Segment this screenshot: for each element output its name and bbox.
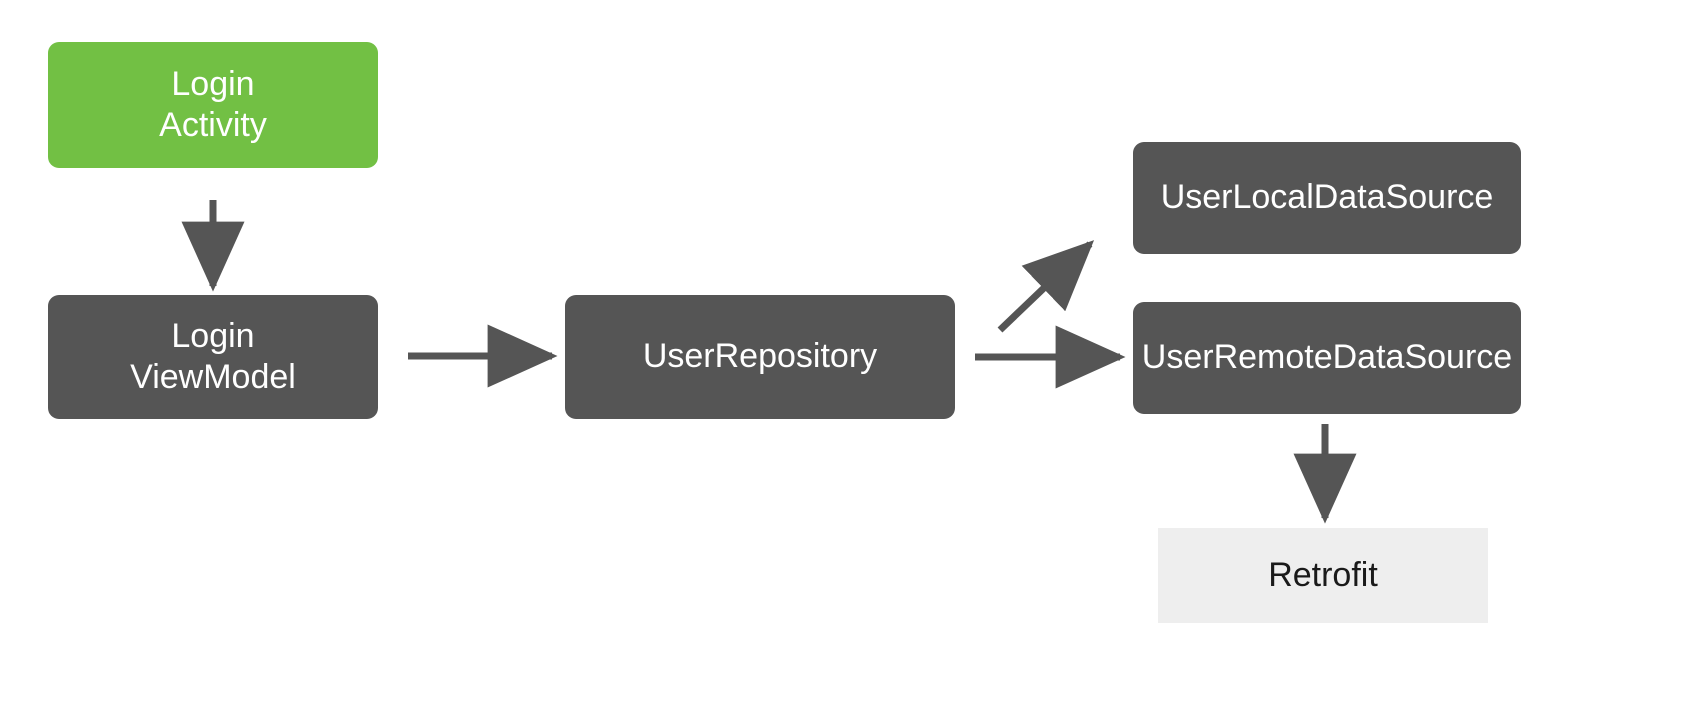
node-user-remote-data-source[interactable]: UserRemoteDataSource <box>1133 302 1521 414</box>
node-login-activity[interactable]: Login Activity <box>48 42 378 168</box>
node-retrofit[interactable]: Retrofit <box>1158 528 1488 623</box>
node-user-repository[interactable]: UserRepository <box>565 295 955 419</box>
node-login-viewmodel[interactable]: Login ViewModel <box>48 295 378 419</box>
node-user-local-data-source[interactable]: UserLocalDataSource <box>1133 142 1521 254</box>
edge-repository-to-local <box>997 240 1095 333</box>
